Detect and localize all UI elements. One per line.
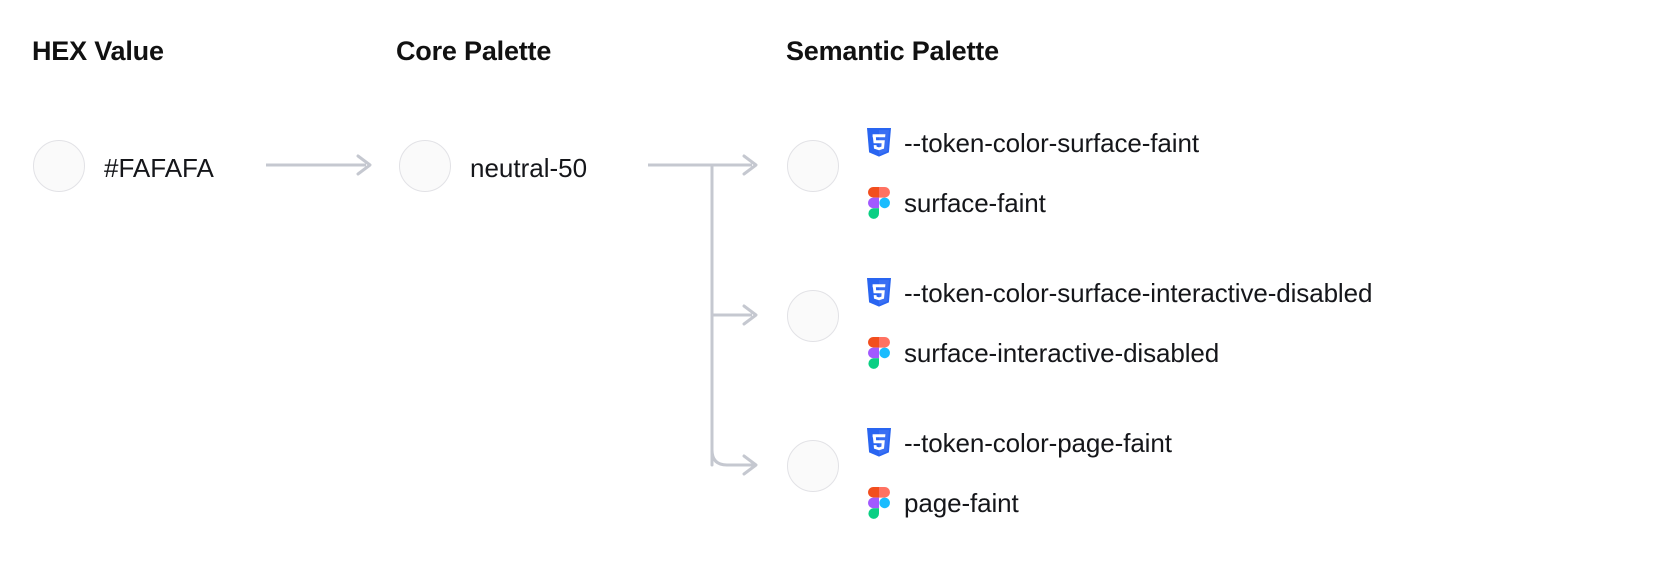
color-swatch-hex: [33, 140, 85, 192]
tree-branch-arrow-icon: [648, 154, 758, 476]
semantic-token-group-2: --token-color-page-faint page-faint: [866, 413, 1172, 533]
column-header-core-palette: Core Palette: [396, 36, 552, 66]
figma-token-row-1: surface-interactive-disabled: [866, 323, 1372, 383]
figma-token-label-0: surface-faint: [904, 188, 1046, 218]
css-token-label-0: --token-color-surface-faint: [904, 128, 1199, 158]
css3-icon: [866, 127, 892, 159]
core-palette-label: neutral-50: [470, 153, 588, 183]
css-token-label-2: --token-color-page-faint: [904, 428, 1172, 458]
css-token-row-1: --token-color-surface-interactive-disabl…: [866, 263, 1372, 323]
css-token-label-1: --token-color-surface-interactive-disabl…: [904, 278, 1373, 308]
figma-token-label-2: page-faint: [904, 488, 1019, 518]
figma-token-row-2: page-faint: [866, 473, 1172, 533]
column-header-semantic-palette: Semantic Palette: [786, 36, 999, 66]
css-token-row-2: --token-color-page-faint: [866, 413, 1172, 473]
color-swatch-semantic-0: [787, 140, 839, 192]
arrow-hex-to-core: [266, 152, 374, 178]
color-swatch-core: [399, 140, 451, 192]
color-swatch-semantic-1: [787, 290, 839, 342]
figma-token-row-0: surface-faint: [866, 173, 1199, 233]
figma-icon: [866, 487, 892, 519]
hex-value-label: #FAFAFA: [104, 153, 214, 183]
css3-icon: [866, 277, 892, 309]
semantic-token-group-1: --token-color-surface-interactive-disabl…: [866, 263, 1372, 383]
figma-icon: [866, 337, 892, 369]
figma-token-label-1: surface-interactive-disabled: [904, 338, 1220, 368]
css-token-row-0: --token-color-surface-faint: [866, 113, 1199, 173]
semantic-token-group-0: --token-color-surface-faint surface-fain…: [866, 113, 1199, 233]
figma-icon: [866, 187, 892, 219]
column-header-hex-value: HEX Value: [32, 36, 164, 66]
color-swatch-semantic-2: [787, 440, 839, 492]
css3-icon: [866, 427, 892, 459]
connector-core-to-semantic: [648, 150, 768, 480]
arrow-right-icon: [266, 154, 372, 176]
